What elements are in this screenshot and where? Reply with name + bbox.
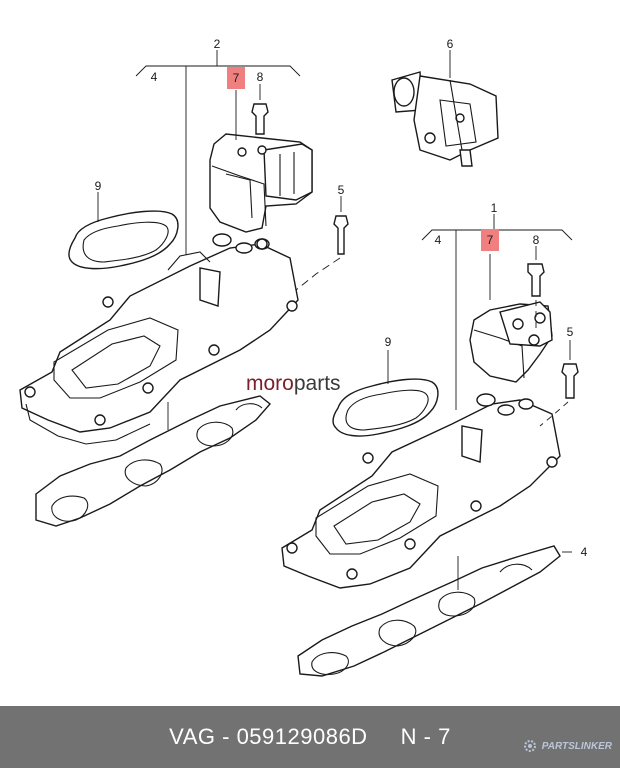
screw-5-lower [561,363,579,399]
spacer [368,724,401,749]
watermark-part2: parts [294,372,341,395]
bolt-hole [208,344,220,356]
gear-icon [523,740,536,752]
screw-5-upper [333,215,349,255]
detail-6-valve [391,50,499,167]
callout-8-lower: 8 [533,233,540,247]
footer-bar: VAG - 059129086D N - 7 PARTSLINKER [0,706,620,768]
logo-text: PARTSLINKER [541,740,612,752]
gasket-9-upper [68,210,179,270]
callout-8-upper: 8 [257,70,264,84]
bolt-8-lower [527,263,545,297]
callout-1: 1 [491,201,498,215]
bolt-hole [102,296,114,308]
bolt-hole [24,386,36,398]
part-number: 059129086D [236,724,368,749]
brand-name: VAG [169,724,216,749]
bolt-hole [142,382,154,394]
bolt-hole [94,414,106,426]
manifold-lower [281,399,561,589]
callout-6: 6 [447,37,454,51]
highlight-box-lower [481,229,499,251]
exploded-parts-diagram: 2 4 7 8 9 5 6 [19,37,588,677]
upper-assembly [19,50,349,527]
callout-5-upper: 5 [338,183,345,197]
manifold-upper [19,243,299,433]
lower-assembly [281,214,579,677]
bolt-8-upper [251,103,269,135]
separator: - [215,724,237,749]
bolt-hole [286,300,298,312]
gasket-9-lower [332,378,439,437]
callout-4-gasket-lower: 4 [581,545,588,559]
watermark-part1: moro [246,372,294,395]
position-label: N - 7 [400,724,451,749]
manifold-gasket-lower [297,545,561,677]
footer-caption: VAG - 059129086D N - 7 [0,706,620,768]
callout-7-lower: 7 [487,233,494,247]
callout-2: 2 [214,37,221,51]
partslinker-logo: PARTSLINKER [522,734,612,758]
callout-4-lower: 4 [435,233,442,247]
callout-9-upper: 9 [95,179,102,193]
watermark: moroparts [246,372,341,395]
callout-9-lower: 9 [385,335,392,349]
highlight-box-upper [227,67,245,89]
callout-7-upper: 7 [233,71,240,85]
callout-5-lower: 5 [567,325,574,339]
callout-4-upper: 4 [151,70,158,84]
